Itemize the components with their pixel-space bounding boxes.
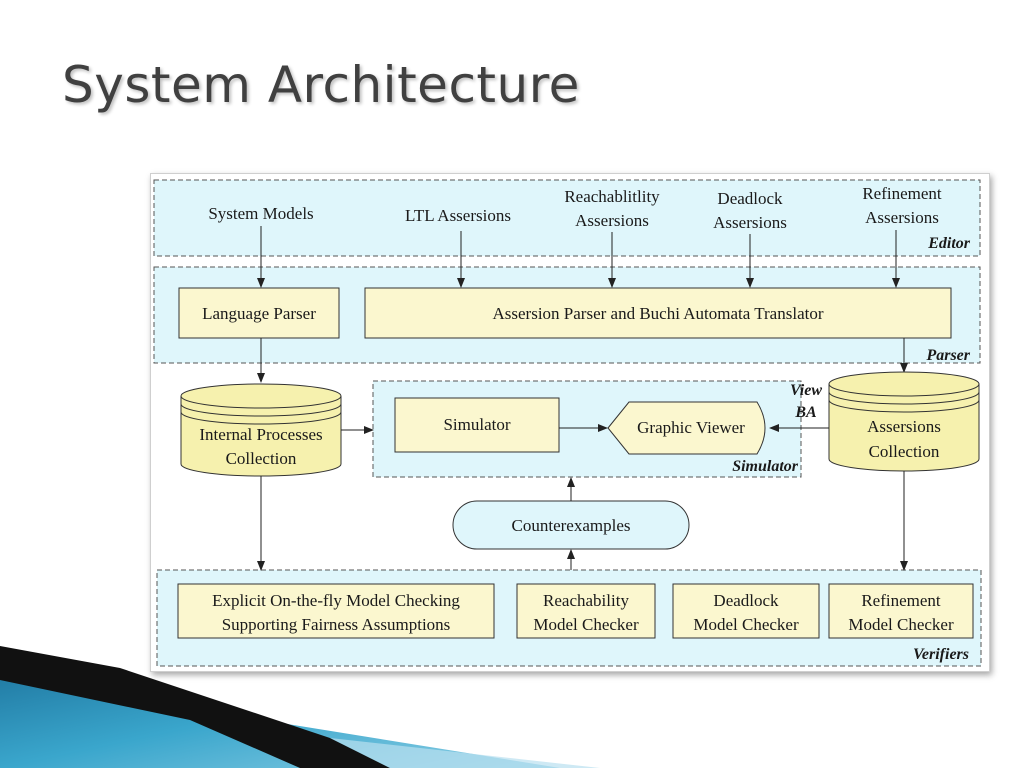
language-parser-box bbox=[178, 287, 340, 339]
deadlock-checker-line2: Model Checker bbox=[693, 615, 799, 634]
counterexamples-label: Counterexamples bbox=[512, 516, 631, 535]
assersion-parser-box bbox=[364, 287, 952, 339]
slide-title: System Architecture bbox=[62, 56, 580, 114]
view-ba-line1: View bbox=[790, 382, 822, 399]
simulator-label: Simulator bbox=[443, 415, 510, 434]
input-refinement-line2: Assersions bbox=[865, 208, 939, 227]
deadlock-checker-line1: Deadlock bbox=[713, 591, 779, 610]
editor-region-label: Editor bbox=[927, 235, 971, 252]
refinement-checker-line1: Refinement bbox=[861, 591, 941, 610]
architecture-diagram: Editor Parser Simulator Verifiers System… bbox=[150, 173, 990, 672]
assersions-collection-line2: Collection bbox=[869, 442, 940, 461]
verifiers-region-label: Verifiers bbox=[913, 646, 969, 663]
input-reach-line1: Reachablitlity bbox=[564, 187, 660, 206]
reachability-checker-line1: Reachability bbox=[543, 591, 629, 610]
graphic-viewer-box bbox=[607, 401, 766, 455]
assersions-collection-line1: Assersions bbox=[867, 417, 941, 436]
reachability-checker-line2: Model Checker bbox=[533, 615, 639, 634]
explicit-checker-box bbox=[177, 583, 495, 639]
assersion-parser-label: Assersion Parser and Buchi Automata Tran… bbox=[493, 304, 824, 323]
input-ltl-assersions: LTL Assersions bbox=[405, 206, 511, 225]
bottom-decoration bbox=[0, 646, 600, 768]
refinement-checker-box bbox=[828, 583, 974, 639]
explicit-checker-line1: Explicit On-the-fly Model Checking bbox=[212, 591, 460, 610]
internal-collection-line1: Internal Processes bbox=[199, 425, 322, 444]
editor-region bbox=[153, 179, 981, 257]
input-deadlock-line1: Deadlock bbox=[717, 189, 783, 208]
internal-collection-line2: Collection bbox=[226, 449, 297, 468]
deadlock-checker-box bbox=[672, 583, 820, 639]
simulator-box bbox=[394, 397, 560, 453]
view-ba-line2: BA bbox=[794, 404, 817, 421]
reachability-checker-box bbox=[516, 583, 656, 639]
explicit-checker-line2: Supporting Fairness Assumptions bbox=[222, 615, 451, 634]
parser-region-label: Parser bbox=[925, 347, 970, 364]
input-deadlock-line2: Assersions bbox=[713, 213, 787, 232]
language-parser-label: Language Parser bbox=[202, 304, 316, 323]
refinement-checker-line2: Model Checker bbox=[848, 615, 954, 634]
input-refinement-line1: Refinement bbox=[862, 184, 942, 203]
simulator-region-label: Simulator bbox=[732, 458, 799, 475]
input-reach-line2: Assersions bbox=[575, 211, 649, 230]
input-system-models: System Models bbox=[208, 204, 313, 223]
internal-processes-cylinder bbox=[180, 383, 342, 477]
graphic-viewer-label: Graphic Viewer bbox=[637, 418, 745, 437]
assersions-collection-cylinder bbox=[828, 371, 980, 472]
